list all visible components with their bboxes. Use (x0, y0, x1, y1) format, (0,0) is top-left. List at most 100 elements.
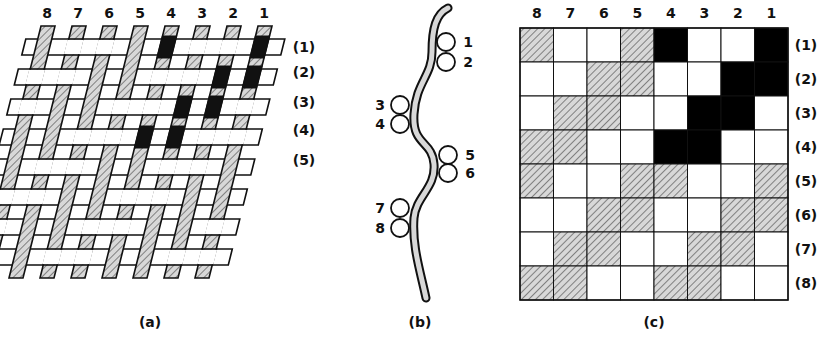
callout-number: 3 (699, 6, 709, 20)
weft-edge (180, 84, 196, 86)
grid-cell (688, 164, 722, 198)
grid-cell (587, 28, 621, 62)
grid-cell (654, 96, 688, 130)
callout-number: 1 (463, 35, 473, 49)
weft-edge (22, 98, 38, 100)
weft-edge (0, 188, 15, 190)
weft-edge (18, 114, 34, 116)
weft-edge (239, 98, 255, 100)
grid-cell (688, 62, 722, 96)
weft-edge (0, 204, 11, 206)
grid-cell (721, 198, 755, 232)
grid-cell (721, 266, 755, 300)
weft-over (0, 220, 8, 234)
weft-edge (150, 204, 166, 206)
grid-cell (587, 164, 621, 198)
weft-edge (68, 38, 84, 40)
grid-cell (554, 164, 588, 198)
weft-edge (184, 68, 200, 70)
weft-edge (170, 248, 186, 250)
grid-cell (621, 266, 655, 300)
weft-edge (76, 128, 92, 130)
weft-circle (391, 96, 409, 114)
callout-number: 7 (375, 201, 385, 215)
grid-cell (587, 62, 621, 96)
weft-thread (22, 39, 285, 55)
weft-over (57, 70, 77, 84)
weft-edge (81, 234, 97, 236)
weft-over (196, 130, 216, 144)
grid-cell (688, 96, 722, 130)
weft-edge (235, 114, 251, 116)
callout-number: 4 (666, 6, 676, 20)
weft-circle (439, 164, 457, 182)
grid-cell (654, 130, 688, 164)
panel-label: (c) (643, 315, 664, 329)
weft-edge (209, 218, 225, 220)
weft-edge (153, 68, 169, 70)
callout-number: 7 (73, 6, 83, 20)
warp-highlight (135, 126, 155, 148)
grid-cell (520, 164, 554, 198)
grid-cell (654, 266, 688, 300)
grid-border (520, 28, 788, 300)
grid-cell (755, 198, 789, 232)
grid-cell (654, 62, 688, 96)
weft-circle (437, 33, 455, 51)
grid-cell (721, 164, 755, 198)
weft-over (65, 160, 85, 174)
grid-cell (755, 232, 789, 266)
grid-cell (654, 28, 688, 62)
callout-number: 8 (532, 6, 542, 20)
weft-over (25, 70, 45, 84)
weft-over (158, 160, 178, 174)
grid-cell (721, 232, 755, 266)
weft-edge (26, 204, 42, 206)
weft-edge (158, 174, 174, 176)
callout-number: (2) (795, 72, 818, 86)
warp-highlight (212, 66, 232, 88)
weave-grid (520, 28, 788, 300)
warp-highlight (173, 96, 193, 118)
grid-cell (587, 130, 621, 164)
weft-edge (115, 98, 131, 100)
callout-number: (8) (795, 276, 818, 290)
weft-over (205, 220, 225, 234)
grid-cell (755, 28, 789, 62)
grid-cell (520, 62, 554, 96)
grid-cell (554, 96, 588, 130)
callout-number: 4 (375, 117, 385, 131)
grid-cell (755, 164, 789, 198)
weft-over (0, 190, 15, 204)
weft-edge (60, 68, 76, 70)
weft-thread (0, 159, 255, 175)
weft-edge (197, 264, 213, 266)
weft-edge (112, 234, 128, 236)
weft-edge (65, 174, 81, 176)
grid-cell (654, 164, 688, 198)
weft-edge (95, 54, 111, 56)
callout-number: 1 (766, 6, 776, 20)
weft-over (120, 190, 140, 204)
weft-edge (38, 158, 54, 160)
callout-number: (7) (795, 242, 818, 256)
weft-over (235, 100, 255, 114)
weft-edge (142, 114, 158, 116)
grid-cell (755, 266, 789, 300)
weft-circle (391, 219, 409, 237)
weft-edge (189, 174, 205, 176)
weft-edge (154, 188, 170, 190)
warp-thread (195, 26, 272, 278)
weft-over (150, 190, 170, 204)
weft-edge (188, 54, 204, 56)
grid-cell (554, 130, 588, 164)
weft-edge (162, 158, 178, 160)
weft-edge (0, 234, 4, 236)
callout-number: 1 (259, 6, 269, 20)
callout-number: (5) (293, 153, 316, 167)
warp-highlight (250, 36, 270, 58)
weft-edge (201, 248, 217, 250)
weft-over (81, 220, 101, 234)
weft-edge (0, 218, 8, 220)
